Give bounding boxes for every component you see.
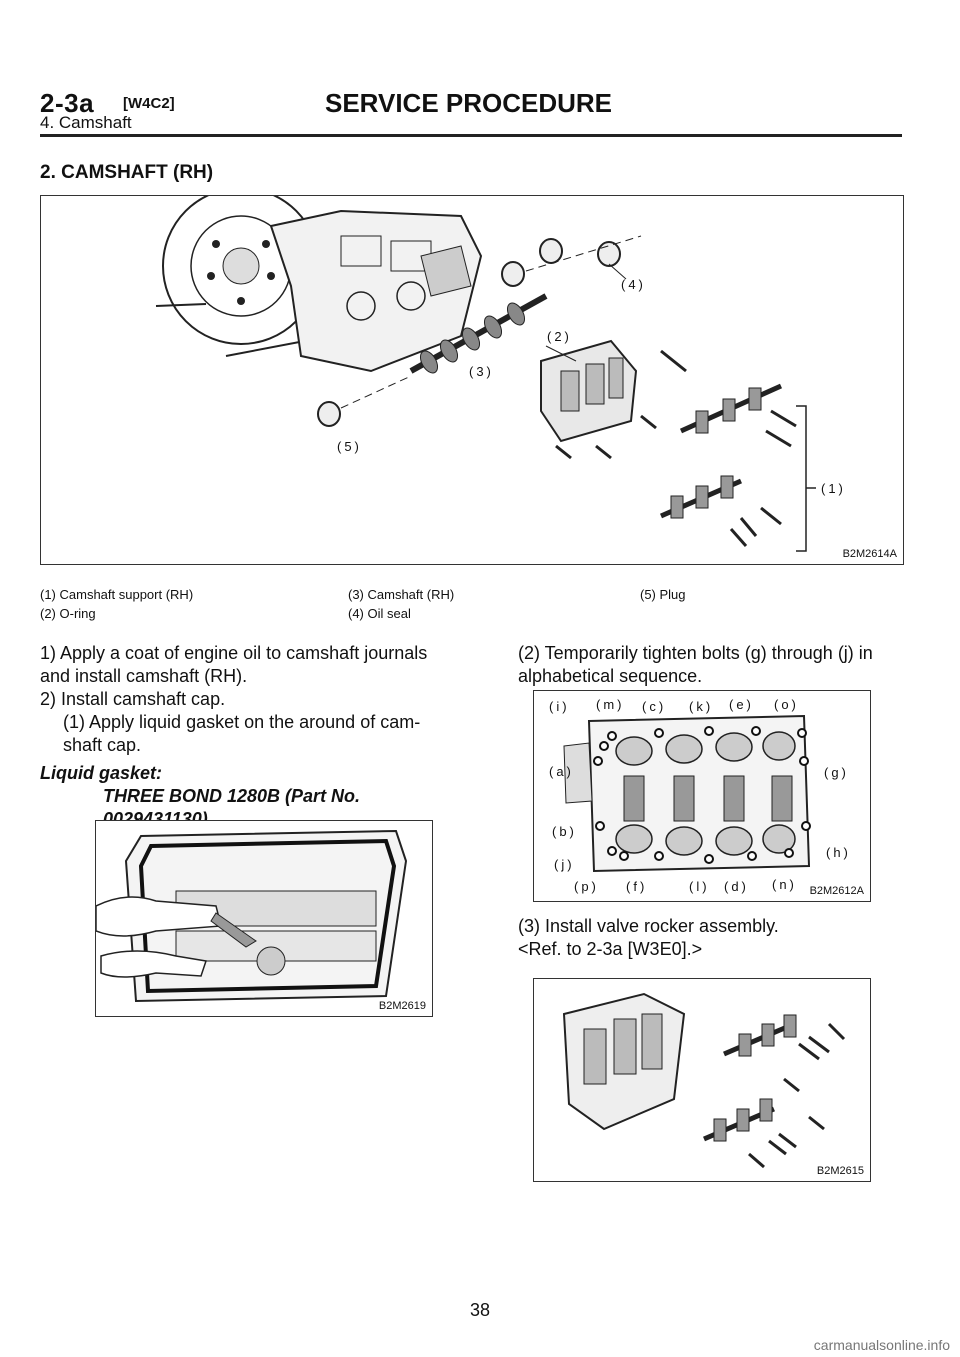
figure-camshaft-exploded: (1) (2) (3) (4) (5) B2M2614A [40,195,904,565]
callout-p: (p) [574,879,599,894]
callout-b: (b) [552,824,577,839]
page-number: 38 [469,1300,491,1320]
callout-1: (1) [821,481,846,496]
figure-bolt-sequence: (i) (m) (c) (k) (e) (o) (a) (b) (j) (g) … [533,690,871,902]
legend-item-5: (5) Plug [640,587,686,602]
step-2-2-line-2: alphabetical sequence. [518,666,703,686]
figure-code: B2M2612A [809,885,864,897]
callout-d: (d) [724,879,749,894]
callout-a: (a) [549,764,574,779]
section-heading: 2. CAMSHAFT (RH) [40,162,214,183]
legend-item-1: (1) Camshaft support (RH) [40,587,194,602]
step-1: 1) Apply a coat of engine oil to camshaf… [40,642,460,757]
figure-code: B2M2614A [842,548,897,560]
watermark: carmanualsonline.info [813,1337,950,1353]
liquid-gasket-drawing [96,829,408,1003]
step-2-2: (2) Temporarily tighten bolts (g) throug… [518,642,903,688]
section-code: [W4C2] [123,95,175,112]
callout-i: (i) [549,699,570,714]
step-1-line-2: and install camshaft (RH). [40,666,248,686]
liquid-gasket-label: Liquid gasket: [40,763,163,783]
legend-item-3: (3) Camshaft (RH) [348,587,455,602]
step-2-1-line-2: shaft cap. [63,735,142,755]
rocker-assembly-drawing [562,992,846,1169]
callout-3: (3) [469,364,494,379]
callout-m: (m) [596,697,625,712]
liquid-gasket-spec-1: THREE BOND 1280B (Part No. [103,786,361,806]
section-number: 2-3a [40,88,95,118]
callout-k: (k) [689,699,713,714]
callout-n: (n) [772,877,797,892]
figure-code: B2M2615 [816,1165,864,1177]
step-1-line-1: 1) Apply a coat of engine oil to camshaf… [40,643,428,663]
callout-h: (h) [826,845,851,860]
figure-code: B2M2619 [378,1000,426,1012]
callout-c: (c) [642,699,666,714]
callout-f: (f) [626,879,647,894]
legend-item-2: (2) O-ring [40,606,96,621]
page-title: SERVICE PROCEDURE [325,88,613,118]
page-subtitle: 4. Camshaft [40,113,132,132]
header-rule [40,134,902,137]
callout-g: (g) [824,765,849,780]
callout-l: (l) [689,879,710,894]
step-2-3: (3) Install valve rocker assembly. [518,916,779,936]
legend-item-4: (4) Oil seal [348,606,411,621]
step-2-1-line-1: (1) Apply liquid gasket on the around of… [63,712,421,732]
callout-j: (j) [554,857,575,872]
figure-liquid-gasket: B2M2619 [95,820,433,1017]
figure-rocker-assembly: B2M2615 [533,978,871,1182]
step-2-2-line-1: (2) Temporarily tighten bolts (g) throug… [518,643,873,663]
camshaft-exploded-drawing: (1) (2) (3) (4) (5) [155,196,846,552]
callout-e: (e) [729,697,754,712]
callout-2: (2) [547,329,572,344]
step-2: 2) Install camshaft cap. [40,689,226,709]
reference-link[interactable]: <Ref. to 2-3a [W3E0].> [518,939,703,959]
callout-4: (4) [621,277,646,292]
callout-5: (5) [337,439,362,454]
callout-o: (o) [774,697,799,712]
bolt-sequence-drawing: (i) (m) (c) (k) (e) (o) (a) (b) (j) (g) … [549,697,851,894]
